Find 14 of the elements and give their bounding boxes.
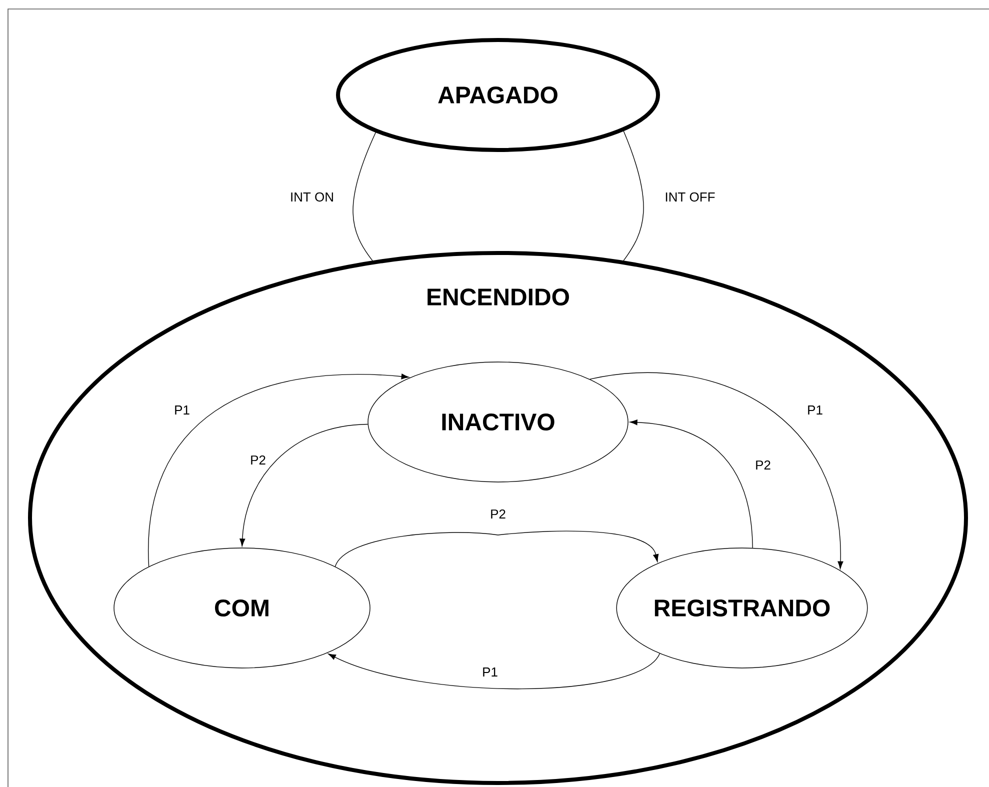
- edge-label: INT OFF: [664, 191, 716, 203]
- arrow: [240, 424, 368, 546]
- arrow: [630, 420, 753, 548]
- edge-label: P2: [754, 459, 772, 471]
- arrow: [334, 530, 659, 567]
- edge-label: P2: [249, 454, 267, 466]
- arrow: [328, 653, 660, 690]
- arrow: [589, 372, 844, 570]
- arrow: [148, 374, 410, 567]
- edge-label: P1: [173, 404, 191, 416]
- edge-label: P1: [806, 404, 824, 416]
- edge-label: INT ON: [288, 191, 336, 203]
- edge-label: P2: [489, 508, 507, 520]
- edge-label: P1: [481, 666, 499, 678]
